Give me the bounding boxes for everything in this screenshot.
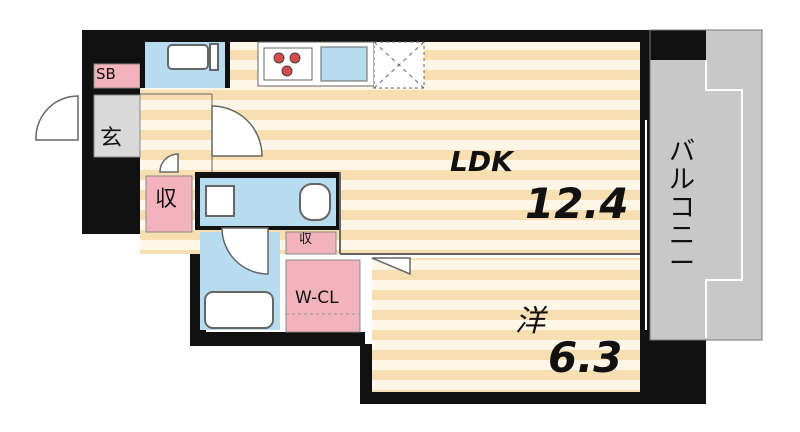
refrigerator-space-x-mark xyxy=(373,41,425,89)
western-room-west-wall xyxy=(360,344,372,402)
balcony-outline xyxy=(649,29,763,341)
toilet-bowl-icon xyxy=(167,44,209,70)
storage-door-swing xyxy=(159,153,179,173)
bath-door-swing xyxy=(221,227,269,275)
north-wall xyxy=(82,30,712,42)
entrance-door-swing xyxy=(35,95,79,141)
bathtub-icon xyxy=(204,291,274,329)
wash-basin-icon xyxy=(299,183,331,221)
toilet-tank-icon xyxy=(209,43,219,71)
burner-icon xyxy=(289,52,301,64)
washing-machine-space xyxy=(205,185,235,217)
walk-in-closet xyxy=(285,259,361,333)
western-room-door-swing xyxy=(371,257,411,276)
western-room-floor xyxy=(372,258,640,392)
south-wall xyxy=(360,392,646,404)
burner-icon xyxy=(281,65,293,77)
south-wall-bath xyxy=(190,332,365,346)
storage-area-2 xyxy=(285,231,337,255)
balcony-column-top xyxy=(650,30,706,60)
shoe-box xyxy=(93,63,141,89)
burner-icon xyxy=(273,52,285,64)
balcony-inner-outline xyxy=(705,60,743,338)
entrance-floor xyxy=(93,94,141,158)
hall-door-swing xyxy=(211,105,263,157)
storage-area-1 xyxy=(145,175,193,233)
sink-icon xyxy=(320,46,368,82)
southeast-column xyxy=(640,338,706,404)
